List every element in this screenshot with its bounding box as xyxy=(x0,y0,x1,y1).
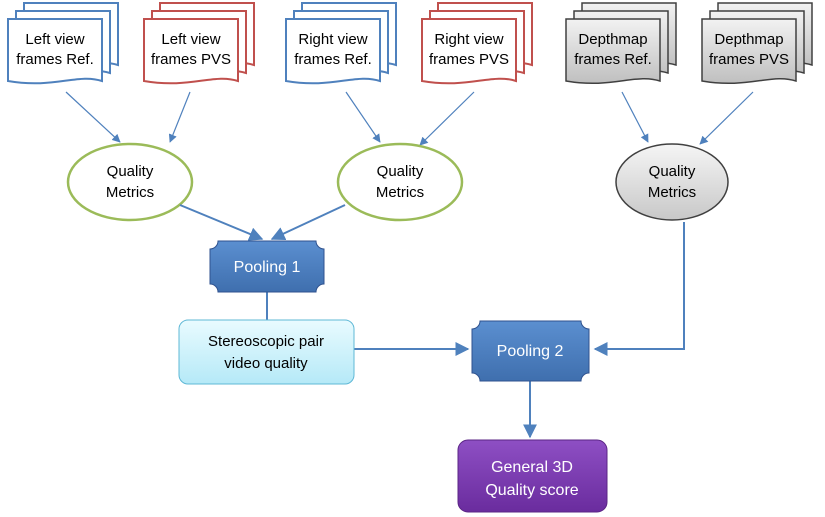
doc-depthmap-ref: Depthmap frames Ref. xyxy=(565,2,677,85)
doc-label-line1: Depthmap xyxy=(578,31,647,48)
arrow-depth-ref-to-metrics xyxy=(621,91,649,143)
doc-label-line1: Right view xyxy=(434,31,503,48)
doc-left-view-ref: Left view frames Ref. xyxy=(7,2,119,85)
pooling-1-box: Pooling 1 xyxy=(209,240,325,293)
doc-left-view-pvs: Left view frames PVS xyxy=(143,2,255,85)
quality-metrics-right: Quality Metrics xyxy=(336,142,464,222)
doc-label-line1: Depthmap xyxy=(714,31,783,48)
connectors xyxy=(65,91,754,146)
stereo-quality-box: Stereoscopic pair video quality xyxy=(178,319,355,385)
arrow-depth-pvs-to-metrics xyxy=(699,91,754,145)
pooling-2-box: Pooling 2 xyxy=(471,320,590,382)
metrics-label-line2: Metrics xyxy=(648,184,696,201)
pooling-1-label: Pooling 1 xyxy=(234,259,301,276)
metrics-label-line2: Metrics xyxy=(376,184,424,201)
arrow-left-pvs-to-metrics xyxy=(168,91,191,143)
doc-depthmap-pvs: Depthmap frames PVS xyxy=(701,2,813,85)
pooling-2-label: Pooling 2 xyxy=(497,343,564,360)
quality-metrics-depth: Quality Metrics xyxy=(615,143,729,221)
metrics-label-line1: Quality xyxy=(107,163,154,180)
general-label-line1: General 3D xyxy=(491,459,573,476)
metrics-label-line1: Quality xyxy=(649,163,696,180)
arrow-left-metrics-to-pooling1 xyxy=(179,204,264,241)
stereo-label-line2: video quality xyxy=(224,355,308,372)
doc-label-line2: frames Ref. xyxy=(294,51,372,68)
doc-label-line2: frames PVS xyxy=(709,51,789,68)
doc-label-line1: Right view xyxy=(298,31,367,48)
stereo-label-line1: Stereoscopic pair xyxy=(208,333,324,350)
connectors-pooling xyxy=(179,204,685,439)
doc-label-line2: frames Ref. xyxy=(16,51,94,68)
doc-label-line2: frames Ref. xyxy=(574,51,652,68)
arrow-right-metrics-to-pooling1 xyxy=(270,204,346,241)
doc-label-line2: frames PVS xyxy=(151,51,231,68)
arrow-right-pvs-to-metrics xyxy=(419,91,475,146)
doc-label-line1: Left view xyxy=(161,31,220,48)
arrow-depth-metrics-to-pooling2 xyxy=(593,222,685,356)
metrics-label-line2: Metrics xyxy=(106,184,154,201)
metrics-label-line1: Quality xyxy=(377,163,424,180)
doc-label-line2: frames PVS xyxy=(429,51,509,68)
doc-right-view-pvs: Right view frames PVS xyxy=(421,2,533,85)
general-label-line2: Quality score xyxy=(485,482,578,499)
arrow-left-ref-to-metrics xyxy=(65,91,121,143)
arrow-right-ref-to-metrics xyxy=(345,91,381,143)
doc-right-view-ref: Right view frames Ref. xyxy=(285,2,397,85)
doc-label-line1: Left view xyxy=(25,31,84,48)
quality-metrics-left: Quality Metrics xyxy=(66,142,194,222)
general-3d-quality-box: General 3D Quality score xyxy=(457,439,608,513)
